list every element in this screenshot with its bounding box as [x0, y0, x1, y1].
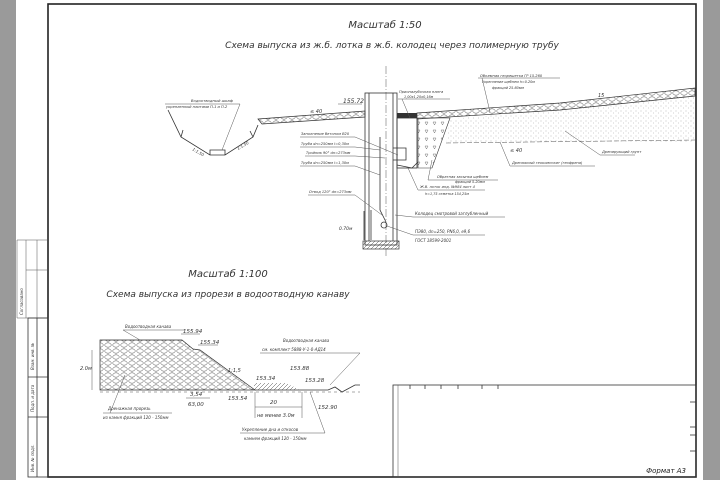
label-e7: 152.90: [318, 405, 338, 411]
label-pipe1: Труба dn=250мм l=0,30м: [301, 142, 349, 146]
label-ditch: Водоотводный шкаф: [191, 98, 234, 103]
label-e1: 155.94: [183, 329, 203, 335]
label-e2: 155.34: [200, 340, 220, 346]
upper-title: Схема выпуска из ж.б. лотка в ж.б. колод…: [225, 41, 559, 51]
label-pipe-spec: ПЭ80, dn=250, PN6,0, e9,6: [415, 229, 471, 234]
side-stamp: Согласовано Взам. инв. № Подп. и дата Ин…: [16, 239, 49, 478]
lower-scale: Масштаб 1:100: [188, 268, 268, 280]
label-depth: 0.70м: [339, 226, 353, 232]
label-pipe2: Труба dn=250мм l=1,30м: [301, 161, 349, 165]
label-tray: Ж.б. лоток инд. №984 лист 4: [419, 185, 476, 189]
label-e6: 153.54: [228, 396, 248, 402]
label-pct: 20: [270, 400, 277, 406]
title-block: [392, 384, 697, 478]
lower-scheme: 2.0м Водоотводная канава 155.94 155.34 1…: [80, 324, 361, 441]
upper-scheme: Водоотводный шкаф укрепленный плитами П-…: [165, 66, 696, 258]
label-reinf: Укрепление дна и откосов: [242, 427, 299, 432]
label-slab-sub: 1,00х1,20х0,16м: [404, 95, 434, 99]
stamp-agreed: Согласовано: [19, 288, 24, 315]
label-width: не менее 3.0м: [257, 413, 295, 419]
label-ditch2: Водоотводная канава: [283, 338, 330, 343]
label-geotextile-sub: Укрепление щебнем h=0.20м: [482, 80, 535, 84]
label-backfill-sub: фракций 5-20мм: [455, 180, 485, 184]
label-slope-right: 1:1,50: [236, 140, 250, 151]
stamp-inv: Инв. № подл.: [30, 444, 35, 472]
label-slope-left: 1:1,50: [192, 147, 206, 158]
upper-scale: Масштаб 1:50: [348, 19, 421, 31]
label-pct-left: ≤ 40: [310, 109, 322, 115]
label-geotextile: Объемная георешетка ГР 15.260: [480, 74, 543, 78]
label-geocomposite: Дренажный геокомпозит (геофрена): [511, 161, 583, 165]
label-drain-layer: Дренирующий грунт: [601, 150, 642, 154]
label-tray-sub: h=1,75 отметка 154,25м: [425, 192, 469, 196]
label-ditch-sub: укрепленный плитами П-1 и П-2: [165, 105, 228, 109]
label-tee: Тройник 90° dn=273мм: [306, 151, 351, 155]
drawing-frame: [47, 3, 697, 478]
label-ditch2-sub: см. комплект 5888-У-1-0-АД14: [262, 347, 326, 352]
label-concrete: Заполнение бетоном В20: [301, 132, 350, 136]
label-slab: Приопалубочная плита: [399, 90, 443, 94]
lower-title: Схема выпуска из прорези в водоотводную …: [106, 290, 350, 300]
label-height: 2.0м: [80, 366, 92, 372]
scrollbar-area[interactable]: [703, 0, 720, 480]
label-geotextile-sub2: фракций 25-60мм: [492, 86, 524, 90]
label-frac1: 3,54: [190, 392, 203, 398]
label-pct-right: ≤ 40: [510, 148, 522, 154]
label-drain: Дренажная прорезь: [107, 406, 151, 411]
stamp-sign-date: Подп. и дата: [30, 384, 35, 412]
label-backfill: Обратная засыпка щебнем: [437, 175, 489, 179]
label-gost: ГОСТ 18599-2001: [415, 238, 451, 243]
label-bend: Отвод 120° dn=273мм: [309, 190, 352, 194]
label-slope: 1:1,5: [228, 368, 241, 374]
drawing-sheet: [16, 0, 703, 480]
label-reinf-sub: камнем фракций 120 - 150мм: [244, 436, 307, 441]
label-e4: 153.34: [256, 376, 276, 382]
label-ditch: Водоотводная канава: [125, 324, 172, 329]
label-e3: 153.88: [290, 366, 310, 372]
label-drain-sub: из камня фракций 120 - 150мм: [103, 415, 169, 420]
label-e5: 153.28: [305, 378, 325, 384]
label-slope-15: 15: [598, 93, 604, 99]
label-elev: 155.72: [343, 98, 364, 105]
stamp-replace: Взам. инв. №: [30, 343, 35, 370]
label-well: Колодец смотровой заглубленный: [415, 211, 489, 216]
label-frac2: 63,00: [188, 402, 204, 408]
format-label: Формат А3: [646, 467, 686, 475]
